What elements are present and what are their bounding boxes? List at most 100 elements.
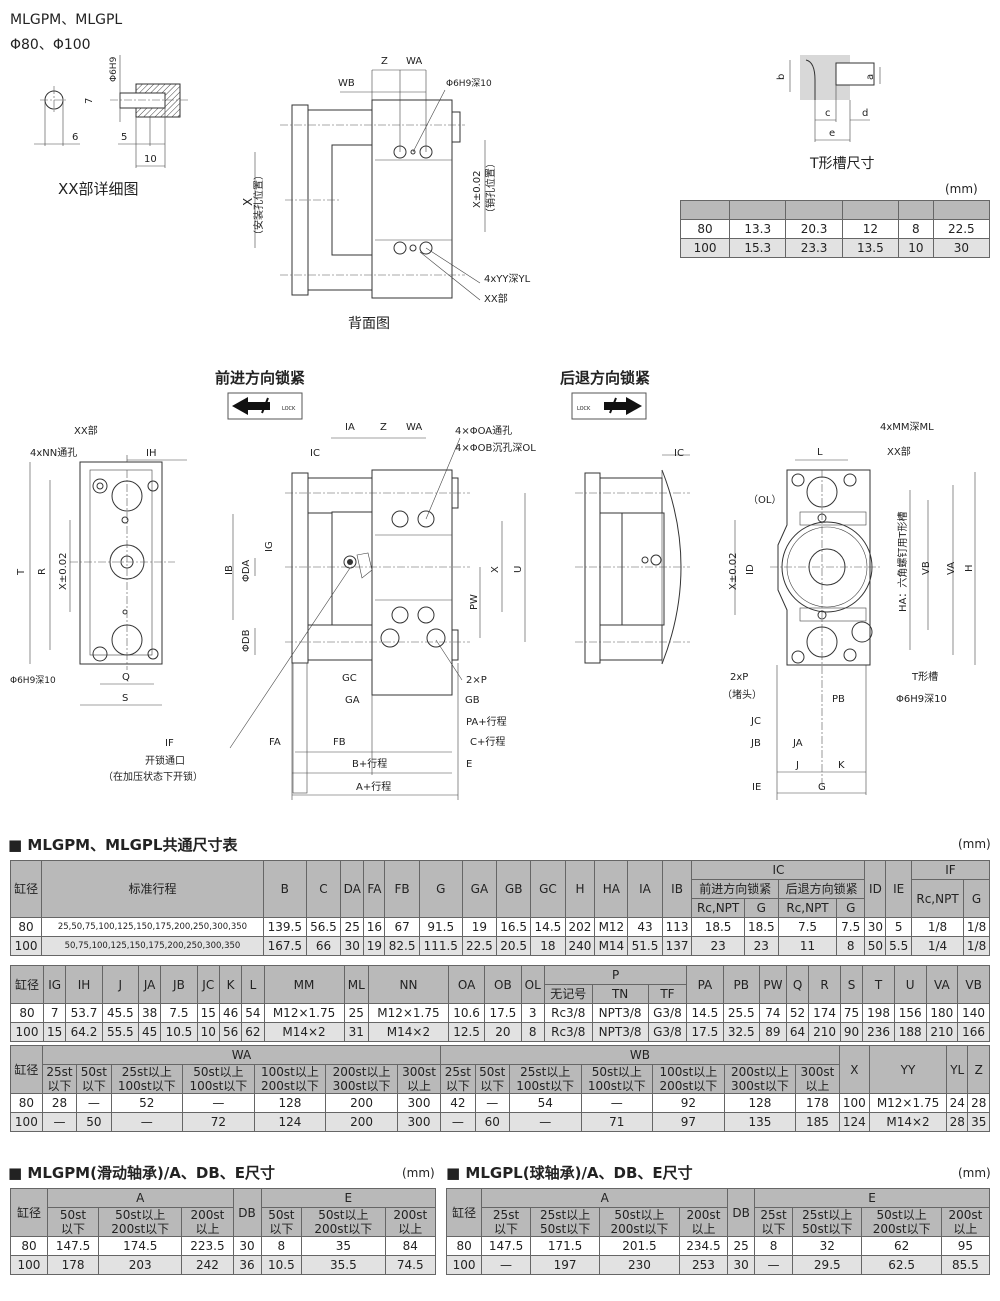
table-header-cell: G (418, 860, 463, 918)
dim-label: PB (832, 694, 845, 705)
dim-label: WA (406, 422, 422, 433)
table-cell: 35 (967, 1112, 990, 1132)
table-cell: 52 (110, 1093, 184, 1113)
dim-label: S (122, 693, 128, 704)
dim-label: X±0.02 (472, 171, 483, 209)
unit-label: (mm) (958, 837, 991, 851)
table-cell: 223.5 (181, 1236, 234, 1256)
table-header-cell: IH (65, 965, 103, 1004)
dim-label: 6 (72, 132, 78, 143)
table-header-cell: 缸径 (445, 1188, 483, 1237)
table-header-cell (932, 200, 991, 220)
table-cell: 1/8 (963, 936, 990, 956)
table-cell: 84 (384, 1236, 436, 1256)
table-cell: — (182, 1093, 255, 1113)
table-header-cell: ML (343, 965, 369, 1004)
dim-label: Φ6H9深10 (446, 78, 492, 89)
table-header-cell: HA (594, 860, 629, 918)
table-cell: 156 (893, 1003, 927, 1023)
table-header-cell: 200st 以上 (940, 1207, 991, 1237)
table-cell: 60 (474, 1112, 510, 1132)
table-cell: 19 (461, 917, 498, 937)
table-header-cell (679, 200, 731, 220)
dim-label: XX部 (484, 292, 508, 305)
dim-label: R (37, 568, 48, 575)
dim-label: 4×ΦOA通孔 (455, 425, 512, 437)
drawing-caption: T形槽尺寸 (809, 156, 875, 172)
table-cell: 53.7 (65, 1003, 103, 1023)
unit-label: (mm) (958, 1166, 991, 1180)
table-cell: 140 (957, 1003, 990, 1023)
table-header-cell: 缸径 (10, 1188, 48, 1237)
table-cell: 178 (46, 1255, 100, 1275)
unit-label: (mm) (402, 1166, 435, 1180)
table-cell: 30 (232, 1236, 262, 1256)
table-header-cell: L (241, 965, 265, 1004)
table-cell: 3 (520, 1003, 545, 1023)
dim-label: ID (745, 564, 756, 575)
table-header-cell: IG (42, 965, 67, 1004)
table-header-cell: MM (263, 965, 345, 1004)
table-cell: 100 (445, 1255, 483, 1275)
table-cell: 10 (196, 1022, 220, 1042)
table-cell: 80 (9, 917, 43, 937)
table-header-cell: TF (647, 984, 688, 1004)
table-cell: 167.5 (262, 936, 307, 956)
table-cell: 38 (137, 1003, 162, 1023)
table-cell: 25,50,75,100,125,150,175,200,250,300,350 (41, 917, 264, 937)
table-cell: 13.3 (729, 219, 787, 239)
table-cell: G3/8 (647, 1003, 688, 1023)
table-header-cell: 50st以上 200st以下 (98, 1207, 183, 1237)
table-cell: Rc3/8 (543, 1003, 593, 1023)
table-cell: 7 (42, 1003, 67, 1023)
table-cell: 300 (396, 1112, 442, 1132)
table-cell: 25 (727, 1236, 755, 1256)
right-end-view-drawing: 4xMM深ML L XX部 （OL） X±0.02 ID HA：六角螺钉用T形槽… (722, 421, 976, 800)
dim-label: VA (946, 562, 957, 575)
table-header-cell: 标准行程 (41, 860, 264, 918)
dim-label: JA (792, 738, 803, 749)
dim-label: a (865, 74, 876, 80)
table-cell: 29.5 (792, 1255, 863, 1275)
table-cell: 230 (599, 1255, 680, 1275)
table-header-cell: Rc,NPT (777, 898, 838, 918)
table-header-cell: PW (758, 965, 787, 1004)
table-cell: 201.5 (599, 1236, 680, 1256)
table-header-cell: T (862, 965, 895, 1004)
table-cell: — (481, 1255, 531, 1275)
common-table-title: ■ MLGPM、MLGPL共通尺寸表 (8, 836, 238, 854)
table-cell: 10 (898, 238, 934, 258)
dim-label: X (241, 198, 255, 206)
model-title: MLGPM、MLGPL (10, 12, 122, 28)
table-cell: 72 (182, 1112, 255, 1132)
table-cell: 236 (862, 1022, 895, 1042)
table-header-cell: 50st 以下 (474, 1064, 510, 1094)
table-cell: — (76, 1093, 112, 1113)
table-cell: 74.5 (384, 1255, 436, 1275)
table-cell: 32 (792, 1236, 863, 1256)
table-cell: 25.5 (722, 1003, 760, 1023)
dim-label: WA (406, 56, 422, 67)
back-view-drawing: WB Z WA Φ6H9深10 X （安装孔位置） X±0.02 （销孔位置） … (241, 56, 531, 332)
table-header-cell: E (260, 1188, 437, 1208)
table-cell: 14.5 (530, 917, 566, 937)
table-cell: 82.5 (384, 936, 420, 956)
table-header-cell: G (743, 898, 779, 918)
dim-label: b (776, 74, 787, 80)
table-header-cell: C (305, 860, 342, 918)
table-cell: 45 (137, 1022, 162, 1042)
table-cell: 100 (838, 1093, 871, 1113)
table-cell: 30 (340, 936, 365, 956)
table-cell: 45.5 (101, 1003, 139, 1023)
unit-label: (mm) (945, 182, 978, 196)
table-header-cell: A (46, 1188, 234, 1208)
